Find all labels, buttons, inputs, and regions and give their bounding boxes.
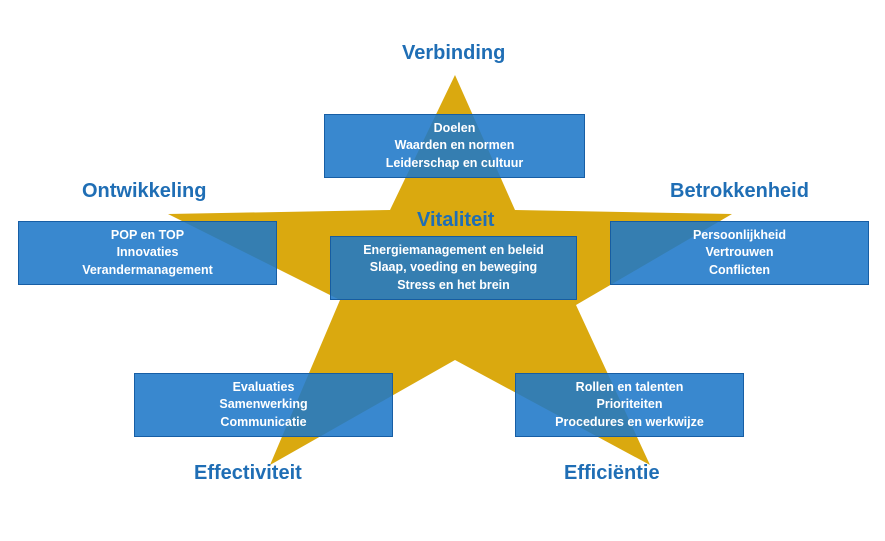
heading-efficientie: Efficiëntie [564,462,660,484]
box-vitaliteit: Energiemanagement en beleid Slaap, voedi… [330,236,577,300]
box-verbinding-item-1: Doelen [433,120,476,135]
heading-betrokkenheid: Betrokkenheid [670,180,809,202]
box-effectiviteit: Evaluaties Samenwerking Communicatie [134,373,393,437]
box-effectiviteit-item-3: Communicatie [220,414,307,429]
box-ontwikkeling-item-1: POP en TOP [110,227,185,242]
box-betrokkenheid: Persoonlijkheid Vertrouwen Conflicten [610,221,869,285]
box-efficientie-item-2: Prioriteiten [596,397,663,412]
box-efficientie-item-3: Procedures en werkwijze [555,414,704,429]
box-efficientie: Rollen en talenten Prioriteiten Procedur… [515,373,744,437]
box-verbinding: Doelen Waarden en normen Leiderschap en … [324,114,585,178]
box-betrokkenheid-item-3: Conflicten [708,262,771,277]
box-betrokkenheid-item-1: Persoonlijkheid [692,227,787,242]
box-verbinding-item-3: Leiderschap en cultuur [385,155,524,170]
box-efficientie-item-1: Rollen en talenten [575,379,684,394]
box-vitaliteit-item-2: Slaap, voeding en beweging [369,260,538,275]
box-vitaliteit-item-1: Energiemanagement en beleid [363,242,544,257]
box-effectiviteit-item-2: Samenwerking [219,397,308,412]
heading-effectiviteit: Effectiviteit [194,462,302,484]
box-effectiviteit-item-1: Evaluaties [232,379,295,394]
heading-ontwikkeling: Ontwikkeling [82,180,207,202]
box-betrokkenheid-item-2: Vertrouwen [705,245,774,260]
heading-vitaliteit: Vitaliteit [417,209,495,231]
box-ontwikkeling: POP en TOP Innovaties Verandermanagement [18,221,277,285]
box-ontwikkeling-item-3: Verandermanagement [82,262,213,277]
box-ontwikkeling-item-2: Innovaties [116,245,179,260]
heading-verbinding: Verbinding [402,42,506,64]
box-vitaliteit-item-3: Stress en het brein [397,277,510,292]
box-verbinding-item-2: Waarden en normen [394,138,515,153]
